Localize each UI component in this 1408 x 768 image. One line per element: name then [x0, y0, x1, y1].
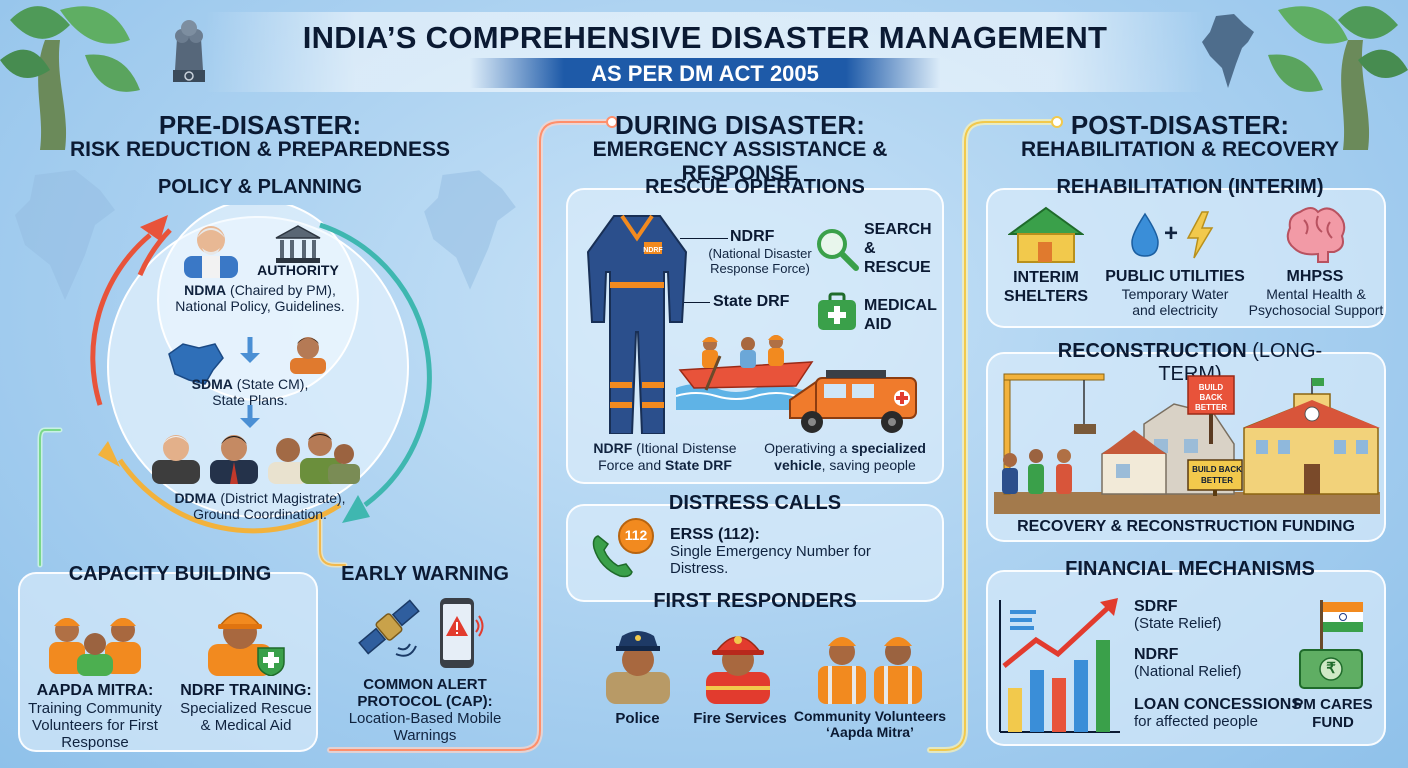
svg-text:BUILD: BUILD	[1199, 383, 1224, 392]
interim-shelters-label: INTERIM SHELTERS	[1003, 269, 1089, 305]
state-map-icon	[168, 343, 224, 385]
emergency-number: 112	[624, 527, 648, 543]
community-volunteers-label: Community Volunteers ‘Aapda Mitra’	[793, 708, 947, 740]
post-disaster-subheading: REHABILITATION & RECOVERY	[1020, 138, 1340, 161]
pm-cares-fund-label: PM CARES FUND	[1293, 696, 1373, 731]
svg-text:BACK: BACK	[1199, 393, 1222, 402]
lightning-icon	[1186, 211, 1214, 259]
ndrf-full-name: (National Disaster Response Force)	[708, 246, 812, 276]
distress-calls-heading: DISTRESS CALLS	[668, 492, 842, 514]
loan-concessions-title: LOAN CONCESSIONS	[1134, 696, 1303, 713]
ndrf-fund-text: (National Relief)	[1134, 663, 1242, 680]
rescue-operations-heading: RESCUE OPERATIONS	[645, 176, 865, 198]
ndrf-fund-title: NDRF	[1134, 646, 1179, 663]
currency-note-icon	[1299, 649, 1363, 689]
growth-chart-icon	[999, 598, 1120, 733]
satellite-icon	[358, 599, 420, 657]
during-disaster-heading: DURING DISASTER:	[615, 110, 865, 140]
ddma-description: DDMA (District Magistrate), Ground Coord…	[174, 490, 346, 522]
pre-disaster-subheading: RISK REDUCTION & PREPAREDNESS	[70, 138, 450, 161]
subtitle-bar	[470, 58, 940, 88]
phone-icon	[592, 535, 633, 578]
prime-minister-icon	[184, 226, 238, 278]
rescue-caption-left: NDRF (Itional Distense Force and State D…	[593, 440, 737, 473]
search-magnifier-icon	[817, 229, 859, 271]
district-officials-icon	[152, 432, 360, 484]
search-rescue-label: SEARCH & RESCUE	[864, 221, 932, 276]
medical-aid-label: MEDICAL AID	[864, 297, 937, 333]
state-drf-pointer-line	[684, 302, 710, 303]
public-utilities-text: Temporary Water and electricity	[1121, 286, 1229, 318]
emergency-number-badge	[618, 518, 654, 554]
tree-left-decoration	[0, 6, 140, 150]
aapda-mitra-volunteers-icon	[49, 618, 141, 676]
mhpss-text: Mental Health & Psychosocial Support	[1248, 286, 1384, 318]
aapda-mitra-title: AAPDA MITRA:	[36, 682, 154, 699]
svg-text:BETTER: BETTER	[1195, 403, 1227, 412]
water-drop-icon	[1131, 212, 1159, 257]
ndrf-training-text: Specialized Rescue & Medical Aid	[180, 700, 312, 734]
sdrf-text: (State Relief)	[1134, 615, 1222, 632]
authority-building-icon	[275, 225, 321, 263]
recovery-funding-label: RECOVERY & RECONSTRUCTION FUNDING	[1017, 518, 1355, 535]
chief-minister-icon	[290, 337, 326, 374]
subtitle: AS PER DM ACT 2005	[591, 61, 819, 86]
loan-concessions-text: for affected people	[1134, 713, 1258, 730]
public-utilities-title: PUBLIC UTILITIES	[1105, 268, 1245, 285]
erss-title: ERSS (112):	[670, 526, 760, 543]
emblem-icon	[173, 20, 205, 82]
mhpss-title: MHPSS	[1286, 268, 1344, 285]
ndrf-suit-icon: NDRF	[586, 214, 688, 434]
cap-text: Location-Based Mobile Warnings	[348, 710, 502, 744]
mobile-alert-icon	[440, 598, 484, 668]
medical-kit-icon	[818, 292, 856, 330]
india-map-watermark-center	[424, 170, 516, 290]
state-drf-label: State DRF	[713, 293, 790, 310]
first-responders-heading: FIRST RESPONDERS	[653, 590, 857, 612]
pre-disaster-heading: PRE-DISASTER:	[158, 110, 362, 140]
rescue-vehicle-icon	[789, 370, 917, 433]
reconstruction-scene: BUILD BACK BETTER	[994, 373, 1380, 514]
suit-badge: NDRF	[643, 247, 663, 254]
india-map-icon	[1202, 14, 1254, 88]
rescue-caption-right: Operativing a specialized vehicle, savin…	[764, 440, 926, 473]
interim-shelter-icon	[1008, 206, 1084, 263]
plus-sign-icon: +	[1164, 220, 1179, 247]
police-label: Police	[615, 710, 660, 727]
early-warning-heading: EARLY WARNING	[341, 563, 509, 585]
sdrf-title: SDRF	[1134, 598, 1178, 615]
police-icon	[606, 631, 670, 704]
post-disaster-heading: POST-DISASTER:	[1070, 110, 1290, 140]
rehabilitation-heading: REHABILITATION (INTERIM)	[1056, 176, 1324, 198]
brain-icon	[1286, 207, 1346, 263]
financial-mechanisms-heading: FINANCIAL MECHANISMS	[1065, 558, 1315, 580]
rupee-symbol: ₹	[1326, 660, 1336, 677]
india-map-watermark	[15, 170, 115, 300]
ndma-description: NDMA (Chaired by PM), National Policy, G…	[175, 282, 345, 314]
erss-text: Single Emergency Number for Distress.	[670, 543, 871, 577]
ndrf-label: NDRF	[730, 228, 775, 245]
fire-services-label: Fire Services	[693, 710, 787, 727]
firefighter-icon	[706, 636, 770, 704]
policy-planning-heading: POLICY & PLANNING	[157, 176, 363, 198]
capacity-building-heading: CAPACITY BUILDING	[68, 563, 272, 585]
authority-label: AUTHORITY	[257, 262, 339, 278]
ndrf-trainee-icon	[208, 612, 285, 676]
aapda-mitra-text: Training Community Volunteers for First …	[28, 700, 162, 751]
indian-flag-icon	[1320, 600, 1363, 650]
ndrf-pointer-line	[680, 238, 728, 239]
build-back-better-sign: BUILD BACK BETTER	[1192, 465, 1242, 485]
community-volunteers-icon	[818, 637, 922, 704]
during-disaster-subheading: EMERGENCY ASSISTANCE & RESPONSE	[592, 138, 888, 185]
cap-title: COMMON ALERT PROTOCOL (CAP):	[357, 676, 493, 710]
rescue-boat-scene	[676, 335, 816, 410]
sdma-description: SDMA (State CM), State Plans.	[191, 376, 309, 408]
tree-right-decoration	[1268, 6, 1408, 150]
ndrf-training-title: NDRF TRAINING:	[180, 682, 312, 699]
